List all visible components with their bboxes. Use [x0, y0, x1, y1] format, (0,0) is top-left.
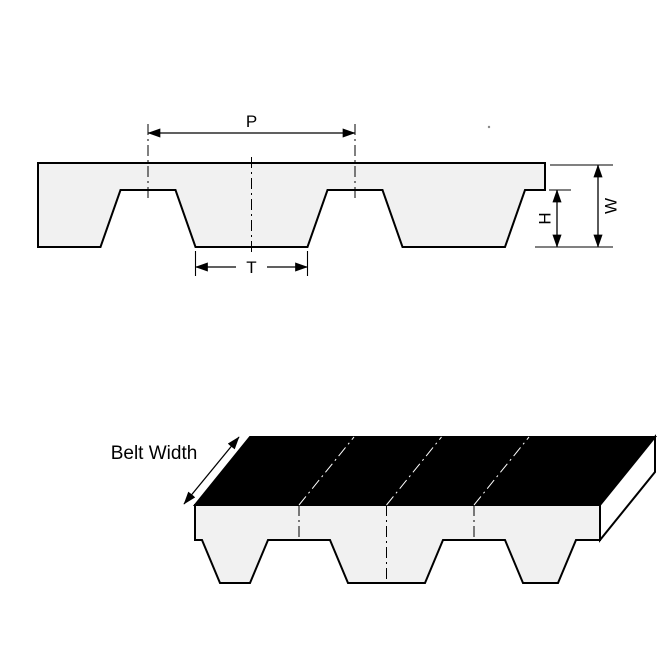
belt-front-face: [194, 504, 601, 584]
tooth-width-label: T: [246, 258, 256, 277]
top-face-centerline-left: [298, 436, 355, 506]
belt-width-annotation: Belt Width: [111, 436, 240, 505]
tooth-width-dimension: T: [194, 251, 309, 277]
pitch-dimension: P: [147, 112, 356, 138]
belt-profile-section: [37, 162, 546, 248]
tooth-height-label: H: [535, 212, 554, 224]
tooth-width-label-background: [236, 256, 267, 277]
belt-width-label: Belt Width: [111, 443, 198, 464]
tooth-height-dimension: H: [535, 189, 571, 248]
thickness-label: W: [601, 198, 620, 214]
top-face-centerline-right: [473, 436, 530, 506]
top-face-centerline-middle: [386, 436, 442, 506]
belt-section-view: P T H W: [37, 112, 620, 277]
belt-width-arrow: [183, 436, 240, 505]
stray-dot: [487, 125, 491, 129]
pitch-label: P: [246, 112, 257, 131]
belt-end-face: [599, 434, 656, 543]
belt-perspective-view: Belt Width: [111, 434, 658, 584]
thickness-dimension: W: [535, 164, 620, 248]
belt-top-face: [192, 436, 658, 506]
